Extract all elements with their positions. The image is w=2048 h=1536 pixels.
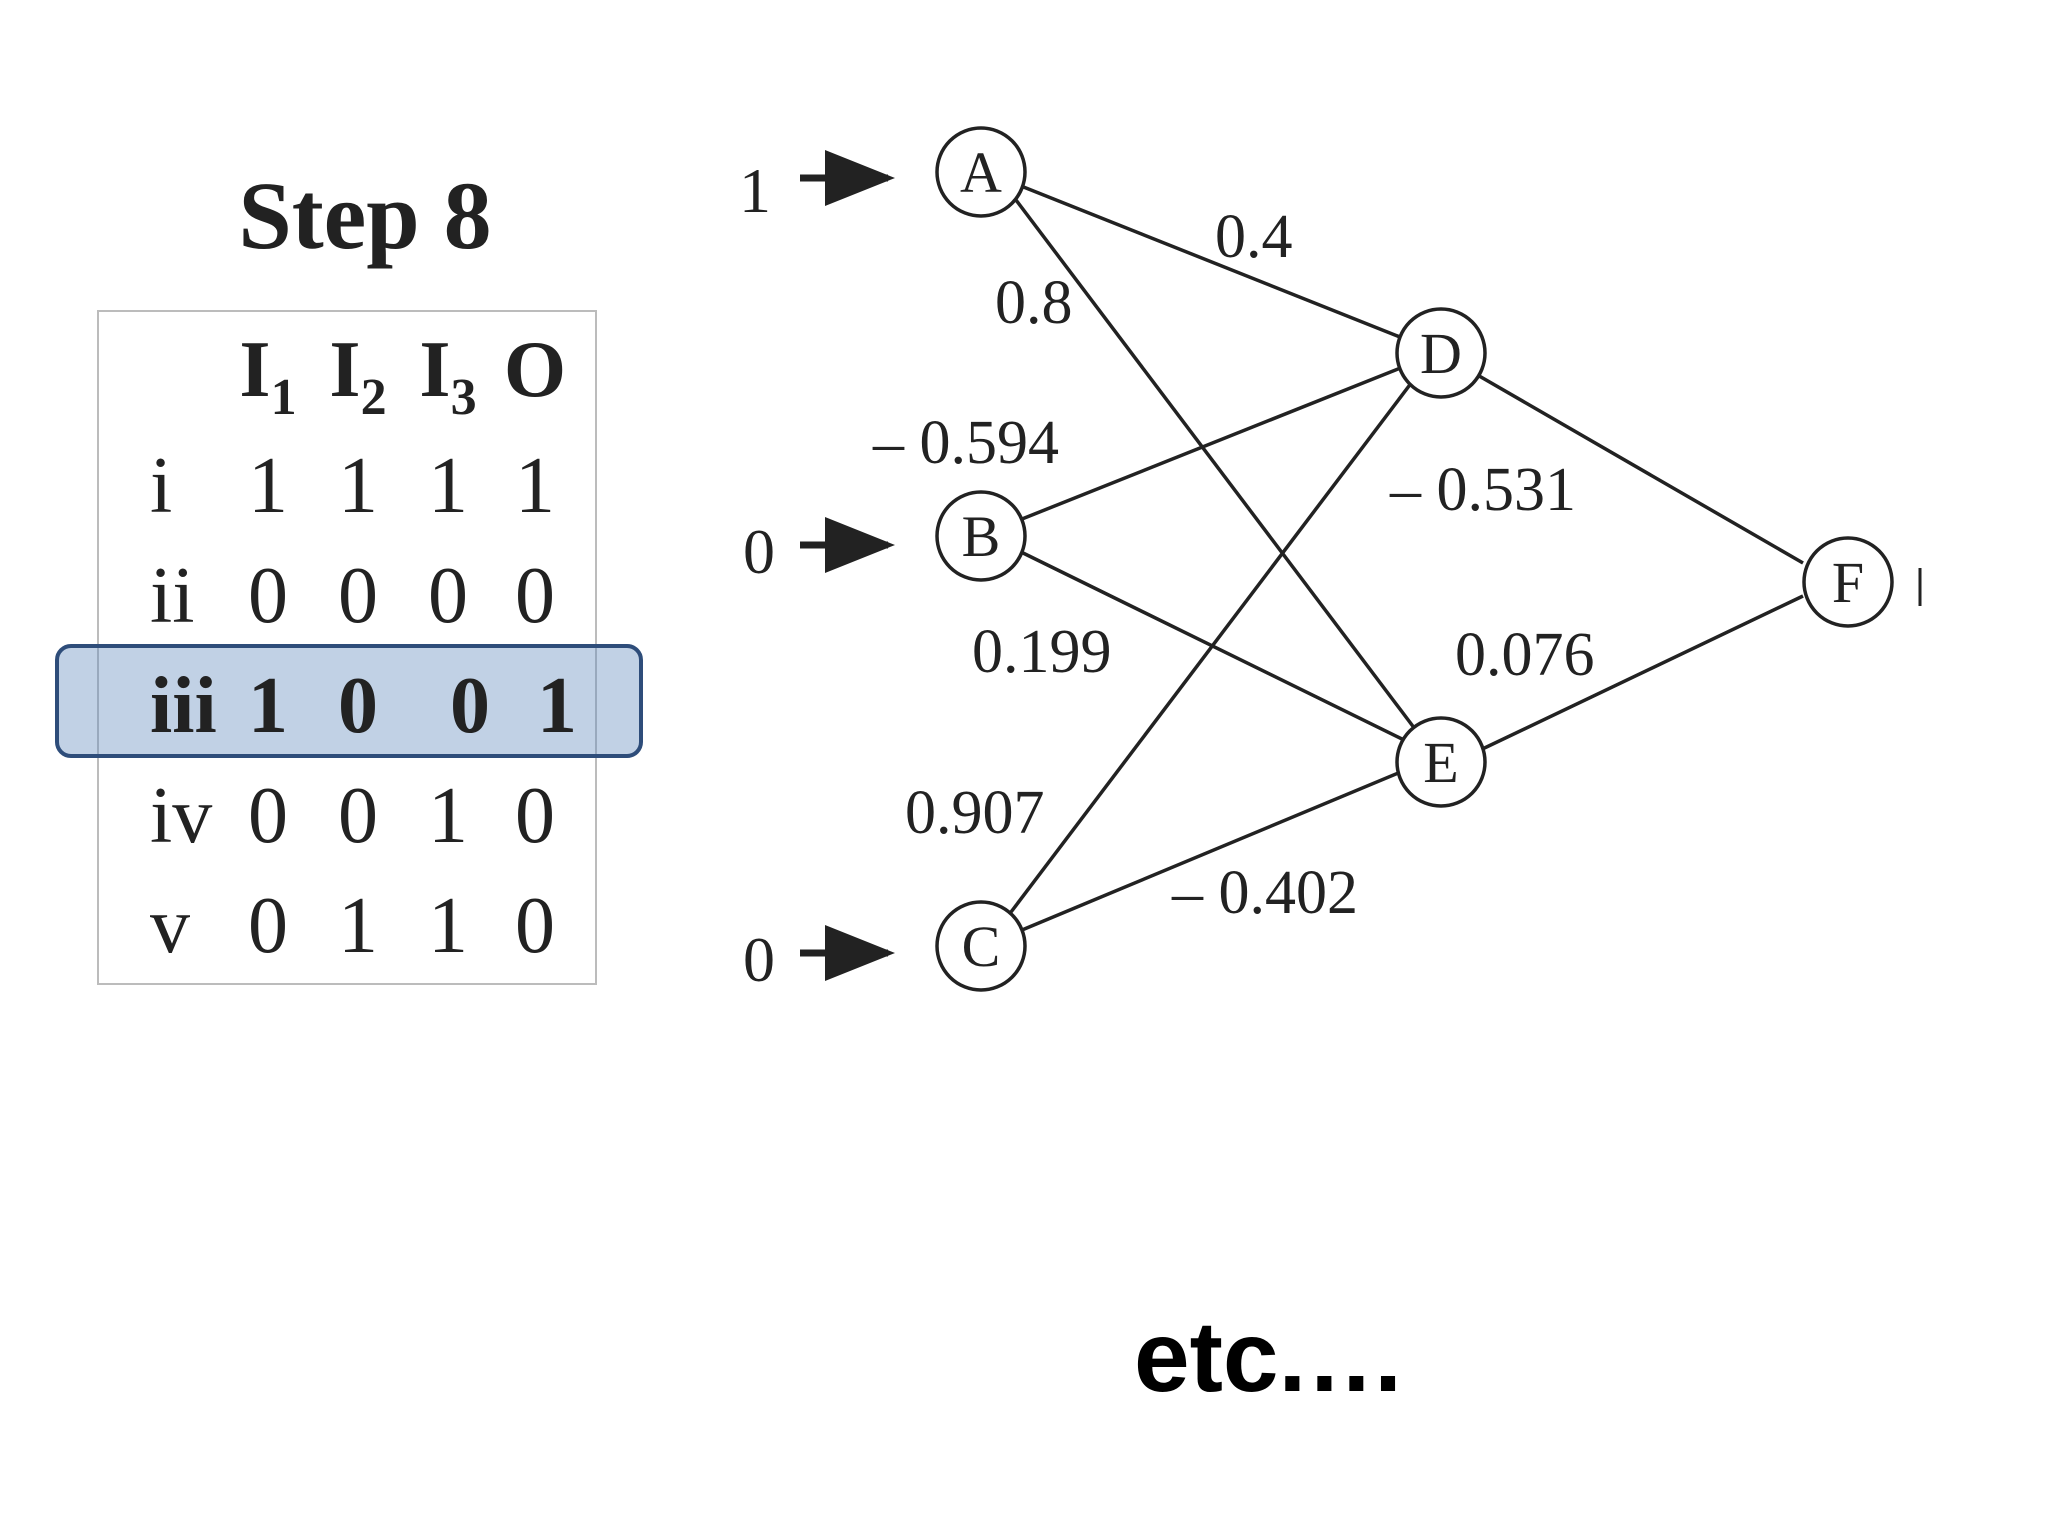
edge-a-e [1011, 194, 1420, 735]
weight-d-f: – 0.531 [1389, 456, 1576, 524]
node-c-label: C [962, 914, 1001, 979]
etc-caption: etc.… [1134, 1301, 1407, 1413]
weight-c-d: 0.907 [905, 779, 1045, 847]
table-row-highlighted: iii 1 0 0 1 [150, 662, 577, 750]
table-row: ii 0 0 0 0 [150, 552, 555, 640]
node-d [1395, 307, 1487, 399]
header-i1: I1 [239, 326, 297, 426]
weight-a-d: 0.4 [1215, 203, 1293, 271]
node-b-label: B [962, 504, 1001, 569]
edge-a-d [1020, 184, 1406, 341]
node-d-label: D [1420, 321, 1462, 386]
highlighted-row-marker [55, 644, 643, 758]
node-c [935, 900, 1027, 992]
node-f [1802, 536, 1894, 628]
edge-c-e [1021, 769, 1404, 932]
weight-e-f: 0.076 [1455, 621, 1595, 689]
node-e [1395, 716, 1487, 808]
weight-a-e: 0.8 [995, 269, 1073, 337]
table-row: i 1 1 1 1 [150, 442, 555, 530]
node-f-label: F [1832, 550, 1864, 615]
node-a [935, 126, 1027, 218]
node-b [935, 490, 1027, 582]
input-value-b: 0 [743, 516, 775, 587]
weight-b-d: – 0.594 [872, 409, 1059, 477]
header-i2: I2 [329, 326, 387, 426]
header-i3: I3 [419, 326, 477, 426]
header-o: O [503, 326, 567, 414]
edge-d-f [1473, 371, 1804, 565]
table-row: iv 0 0 1 0 [150, 772, 555, 860]
node-e-label: E [1423, 730, 1458, 795]
edge-c-d [1006, 380, 1414, 918]
node-a-label: A [960, 140, 1002, 205]
table-header: I1 I2 I3 O [0, 330, 2048, 440]
input-value-a: 1 [739, 155, 771, 226]
weight-b-e: 0.199 [972, 618, 1112, 686]
step-title: Step 8 [238, 162, 492, 269]
input-value-c: 0 [743, 924, 775, 995]
weight-c-e: – 0.402 [1171, 859, 1358, 927]
table-row: v 0 1 1 0 [150, 882, 555, 970]
edge-e-f [1473, 594, 1804, 755]
edge-b-d [1021, 365, 1404, 521]
